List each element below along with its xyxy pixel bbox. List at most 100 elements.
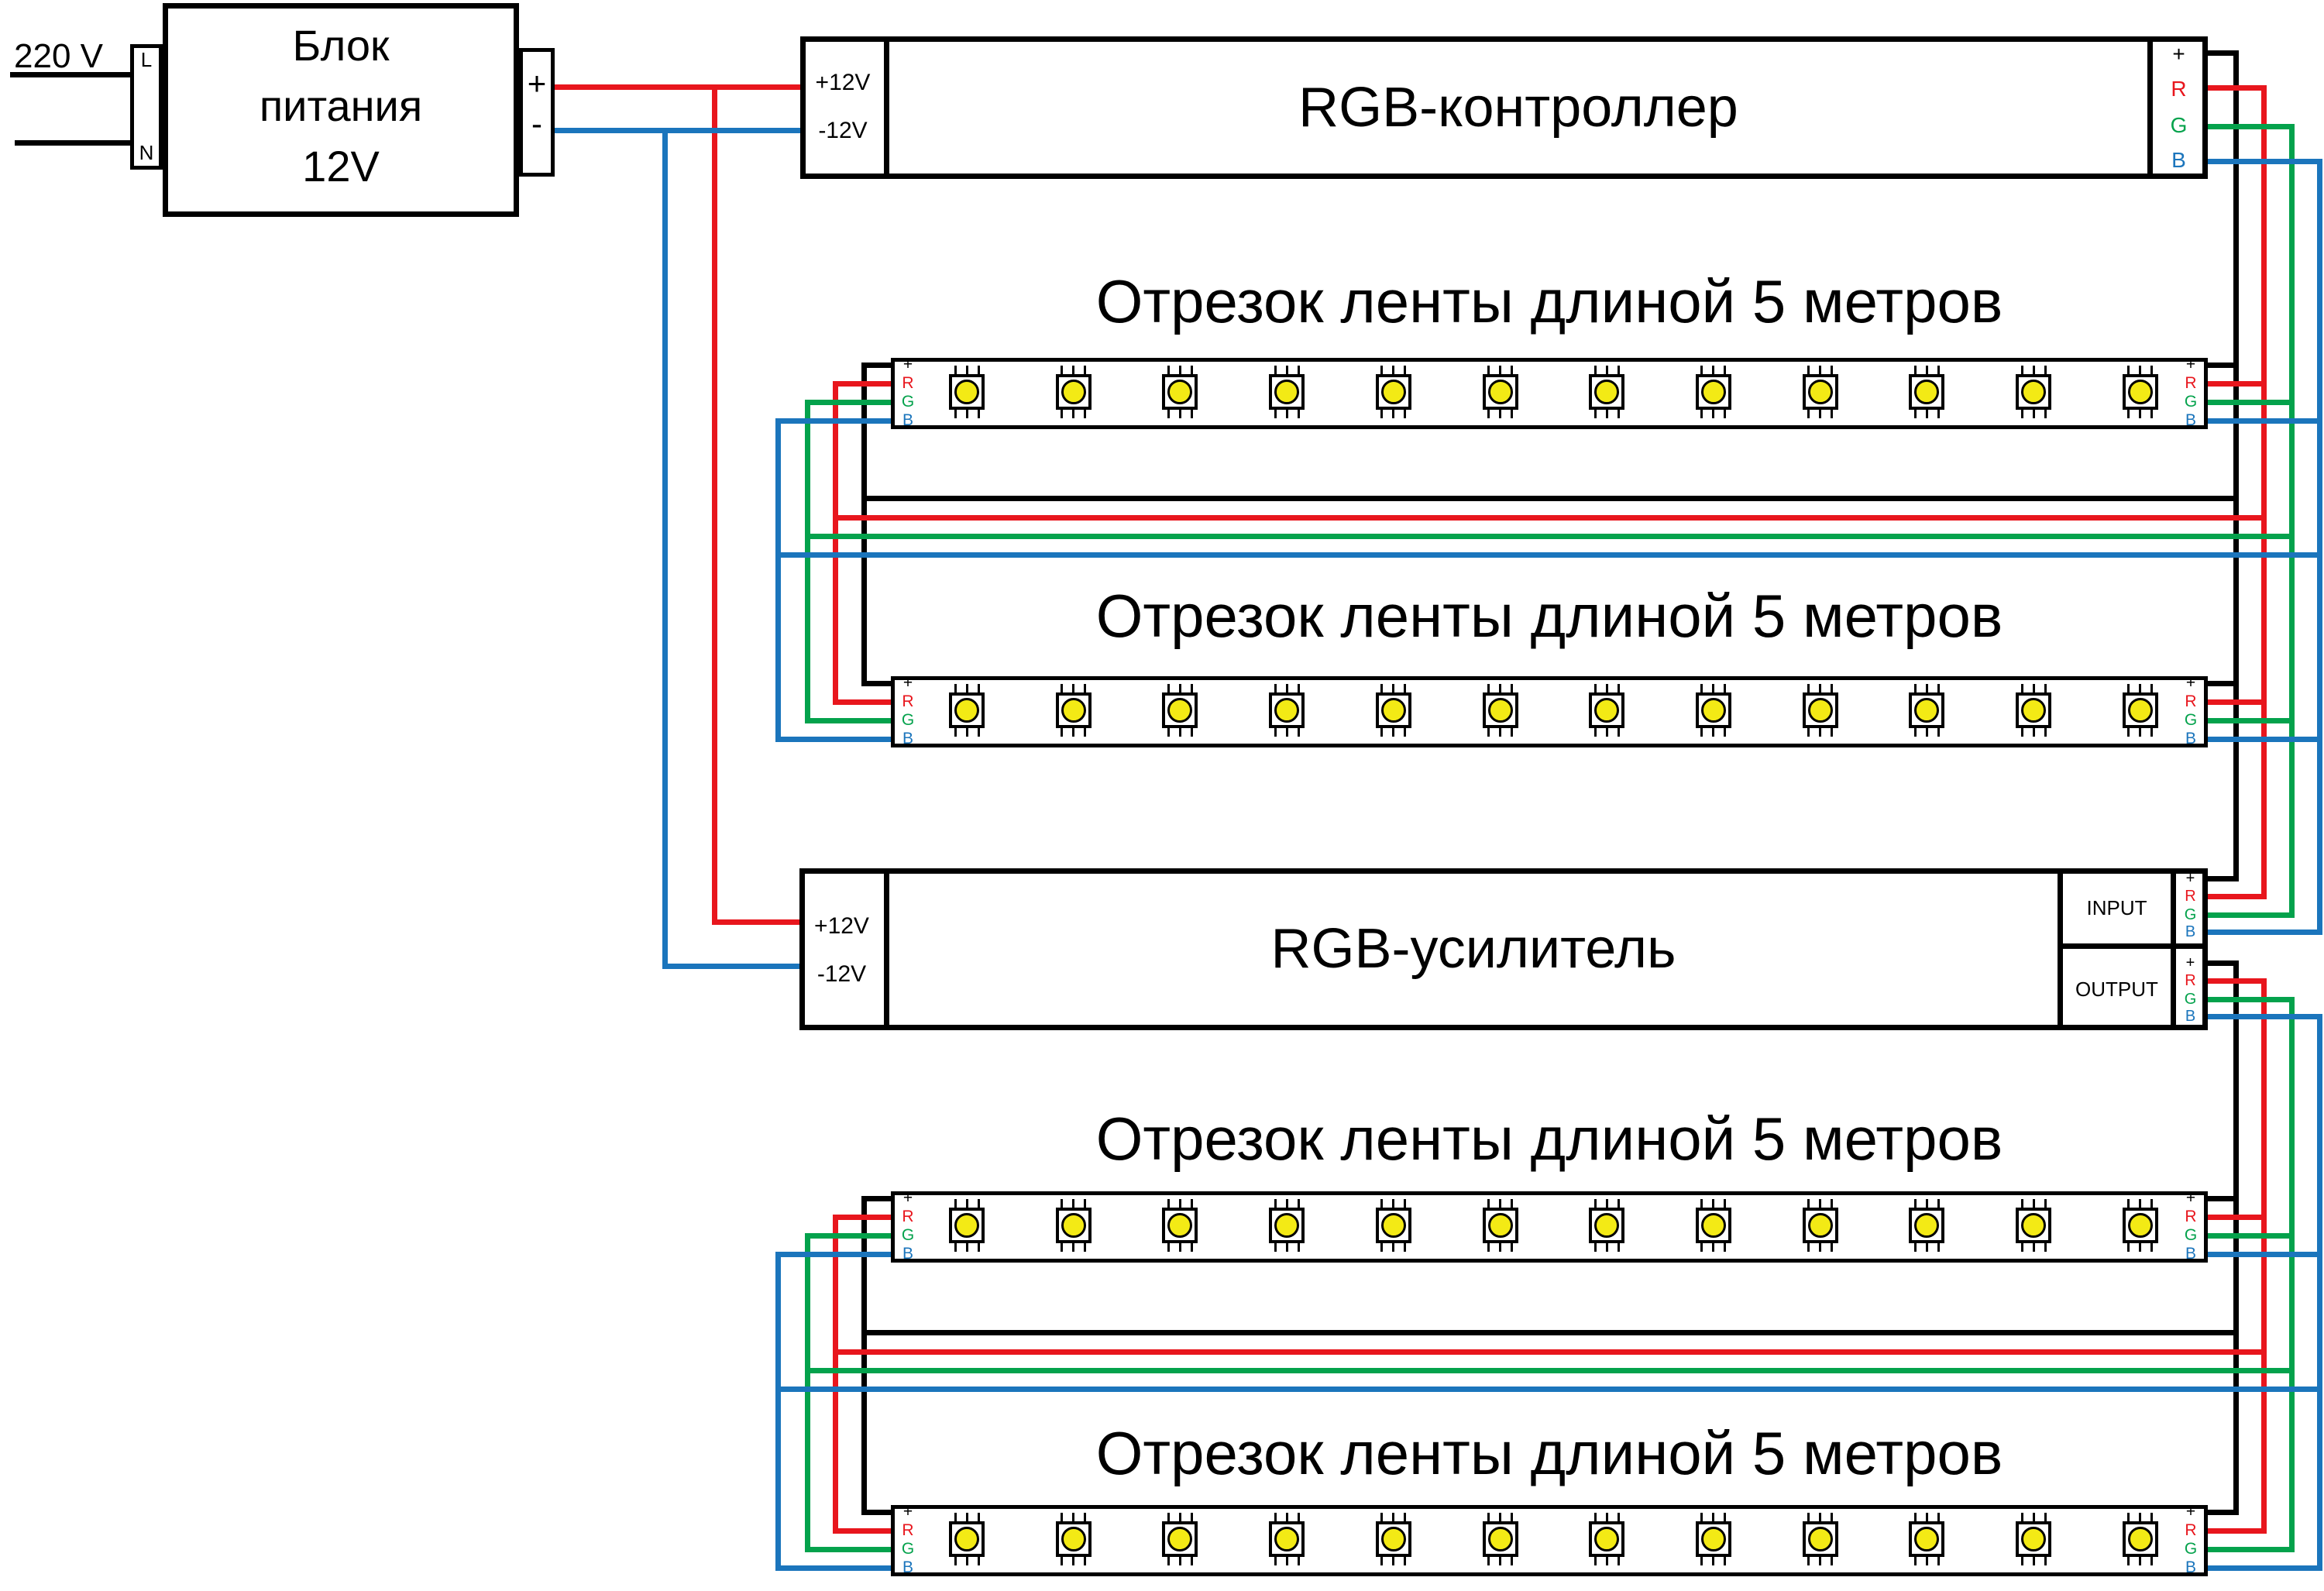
led-chip [1487,698,1513,723]
led-pin [2139,1199,2142,1208]
controller-title: RGB-контроллер [1298,77,1738,139]
led-pin [1593,1556,1597,1565]
led-pin [1593,1199,1597,1208]
led-pin [2020,727,2023,737]
led-pin [2020,366,2023,375]
amplifier-input-terminal-+: + [2185,870,2195,887]
wire-channel-g [804,1546,898,1552]
strip-terminal-right-R: R [2185,1521,2197,1539]
led-chip [1380,380,1406,404]
led-pin [2044,727,2047,737]
wire-channel-g [804,1232,810,1552]
led-pin [1285,409,1288,418]
led-chip [1914,698,1940,723]
led-chip [1807,1527,1833,1551]
led-pin [1712,1199,1715,1208]
led-chip [1274,698,1300,723]
led-strip-box [891,358,2208,429]
wire-channel-g [2288,123,2295,918]
led-pin [1190,366,1193,375]
led-pin [1807,1556,1810,1565]
led-pin [2127,684,2130,693]
strip-terminal-right-+: + [2185,1189,2196,1207]
led-pin [965,366,968,375]
led-pin [1593,1513,1597,1522]
led-pin [1380,1556,1384,1565]
led-pin [1178,1199,1181,1208]
strip-terminal-right-B: B [2185,1558,2196,1576]
led-strip-box [891,1191,2208,1263]
strip-terminal-right-R: R [2185,692,2197,710]
led-pin [1937,684,1940,693]
led-pin [1487,366,1490,375]
led-pin [1297,727,1300,737]
led-pin [954,1242,957,1252]
led-pin [1285,1513,1288,1522]
led-pin [2150,684,2154,693]
wire-common-plus [861,495,2239,501]
led-pin [1380,1242,1384,1252]
led-pin [1605,366,1608,375]
wire-channel-b [775,1386,2322,1392]
led-chip [1061,1213,1086,1238]
wire-channel-b [2205,736,2322,742]
wire-channel-g [2205,996,2295,1002]
strip-terminal-right-B: B [2185,411,2196,429]
led-pin [1712,1556,1715,1565]
led-pin [1605,1556,1608,1565]
led-chip [954,1213,979,1238]
led-pin [1392,1242,1395,1252]
led-pin [1511,1556,1513,1565]
led-chip [2127,380,2153,404]
rgb-amplifier-box [799,868,2208,1030]
wire-channel-g [2205,1546,2295,1552]
led-pin [2139,409,2142,418]
led-pin [2127,1556,2130,1565]
led-pin [1061,409,1064,418]
amplifier-left-divider [884,868,889,1030]
led-pin [2032,409,2035,418]
strip-terminal-left-B: B [902,1558,913,1576]
led-pin [1190,409,1193,418]
wire-common-plus [2205,960,2239,966]
led-pin [1499,1199,1501,1208]
led-pin [2020,1556,2023,1565]
led-pin [1380,727,1384,737]
led-pin [1285,684,1288,693]
led-pin [977,1242,980,1252]
wire-12v-minus [552,127,806,133]
led-pin [965,409,968,418]
led-pin [1274,1556,1277,1565]
led-pin [1617,1513,1620,1522]
led-chip [1914,380,1940,404]
led-chip [1061,698,1086,723]
strip-terminal-left-R: R [902,1521,914,1539]
wire-channel-r [832,380,898,387]
led-pin [1297,409,1300,418]
led-pin [1819,1513,1822,1522]
led-pin [1807,1199,1810,1208]
led-pin [1072,684,1075,693]
wire-common-plus [2205,680,2239,686]
led-pin [1297,1242,1300,1252]
led-pin [1072,1556,1075,1565]
led-pin [977,1513,980,1522]
led-pin [1807,727,1810,737]
led-pin [1392,684,1395,693]
led-pin [1285,1242,1288,1252]
led-pin [1819,684,1822,693]
led-pin [1190,1556,1193,1565]
led-pin [1404,366,1407,375]
wire-channel-r [2205,1527,2267,1534]
wire-channel-b [775,1251,898,1257]
led-chip [954,380,979,404]
wire-common-plus [861,1195,867,1515]
led-pin [2044,1242,2047,1252]
led-pin [1084,409,1087,418]
led-pin [2139,366,2142,375]
led-pin [1072,1242,1075,1252]
led-pin [954,366,957,375]
wire-common-plus [2205,50,2239,56]
led-pin [1913,1199,1917,1208]
